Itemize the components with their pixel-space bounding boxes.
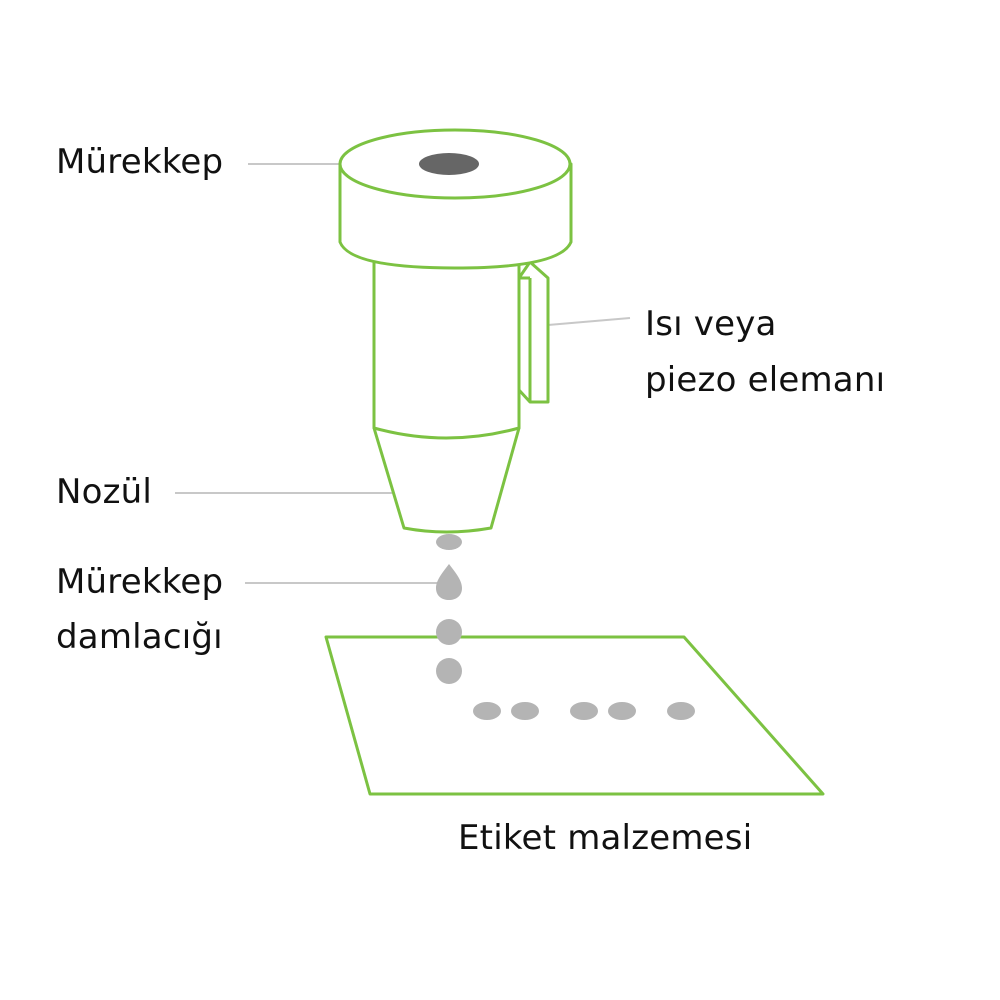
printed-dot xyxy=(570,702,598,720)
printed-dot xyxy=(511,702,539,720)
label-element-line1: Isı veya xyxy=(645,304,777,344)
nozzle-cone xyxy=(372,426,521,534)
printed-dot xyxy=(473,702,501,720)
ink-well xyxy=(419,153,479,175)
printhead-body xyxy=(372,253,521,440)
element-leader-line xyxy=(547,317,631,326)
ink-droplet-falling xyxy=(436,564,462,600)
label-material: Etiket malzemesi xyxy=(458,818,753,858)
label-nozzle: Nozül xyxy=(56,472,153,512)
label-droplet-line2: damlacığı xyxy=(56,617,223,657)
ink-droplet xyxy=(436,619,462,645)
printed-dot xyxy=(608,702,636,720)
piezo-element xyxy=(517,260,550,404)
ink-droplet-emerging xyxy=(436,534,462,550)
label-droplet-line1: Mürekkep xyxy=(56,562,224,602)
ink-droplet xyxy=(436,658,462,684)
printed-dot xyxy=(667,702,695,720)
label-ink: Mürekkep xyxy=(56,142,224,182)
label-element-line2: piezo elemanı xyxy=(645,360,886,400)
